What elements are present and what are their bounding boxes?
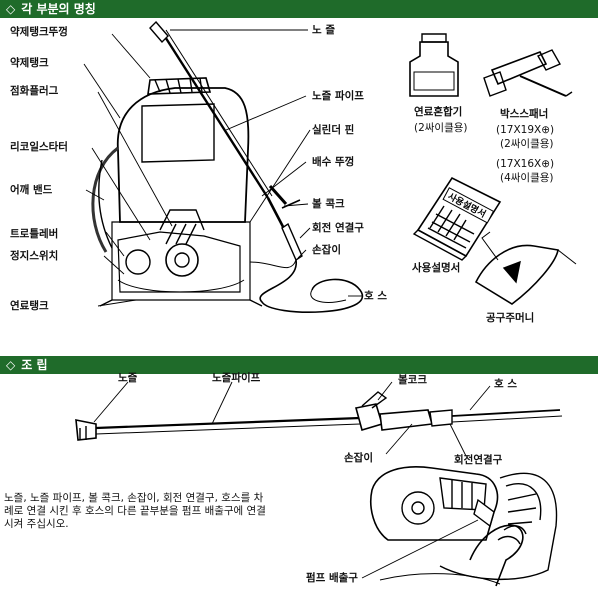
- manual-cover: 사용설명서: [442, 187, 495, 224]
- label-fuel-mixer: 연료혼합기: [414, 106, 463, 118]
- leader-lines-top: [83, 29, 362, 307]
- label-tool-bag: 공구주머니: [486, 312, 535, 324]
- assembly-illustration: [75, 391, 563, 587]
- label-hose: 호 스: [364, 290, 387, 302]
- section-header-parts: ◇ 각 부분의 명칭: [0, 0, 598, 18]
- label-throttle-lever: 트로틀레버: [10, 228, 59, 240]
- label-box-spanner-spec2: (17X16X⊕): [496, 158, 555, 170]
- diamond-icon: ◇: [6, 2, 16, 16]
- label-nozzle: 노 즐: [312, 24, 335, 36]
- label-swivel-joint: 회전 연결구: [312, 222, 364, 234]
- label-recoil-starter: 리코일스타터: [10, 141, 68, 153]
- box-spanner-illustration: [483, 49, 573, 97]
- sprayer-illustration: [91, 20, 364, 313]
- diamond-icon: ◇: [6, 358, 16, 372]
- label-handle: 손잡이: [312, 244, 341, 256]
- label-box-spanner-note2: (4싸이클용): [500, 172, 554, 184]
- label-fuel-mixer-note: (2싸이클용): [414, 122, 468, 134]
- label-stop-switch: 정지스위치: [10, 250, 59, 262]
- label-assembly-nozzle-pipe: 노즐파이프: [212, 372, 261, 384]
- label-user-manual: 사용설명서: [412, 262, 461, 274]
- label-assembly-swivel: 회전연결구: [454, 454, 503, 466]
- label-chemical-tank: 약제탱크: [10, 57, 49, 69]
- section-title: 조 립: [21, 358, 48, 372]
- section-title: 각 부분의 명칭: [21, 2, 96, 16]
- label-chemical-tank-cap: 약제탱크뚜껑: [10, 26, 68, 38]
- manual-illustration: [412, 176, 502, 261]
- label-ball-cock: 볼 콕크: [312, 198, 345, 210]
- assembly-instructions: 노즐, 노즐 파이프, 볼 콕크, 손잡이, 회전 연결구, 호스를 차례로 연…: [4, 492, 266, 530]
- label-assembly-ball-cock: 볼코크: [398, 374, 427, 386]
- leader-lines-bottom: [93, 381, 491, 579]
- label-assembly-hose: 호 스: [494, 378, 517, 390]
- label-drain-cap: 배수 뚜껑: [312, 156, 355, 168]
- label-pump-outlet: 펌프 배출구: [306, 572, 358, 584]
- label-box-spanner-spec1: (17X19X⊕): [496, 124, 555, 136]
- fuel-bottle-illustration: [409, 33, 459, 97]
- label-fuel-tank: 연료탱크: [10, 300, 49, 312]
- label-box-spanner-note1: (2싸이클용): [500, 138, 554, 150]
- label-spark-plug: 점화플러그: [10, 85, 59, 97]
- label-box-spanner: 박스스패너: [500, 108, 549, 120]
- label-nozzle-pipe: 노즐 파이프: [312, 90, 364, 102]
- label-shoulder-band: 어깨 밴드: [10, 184, 53, 196]
- label-assembly-handle: 손잡이: [344, 452, 373, 464]
- label-cylinder-pin: 실린더 핀: [312, 124, 355, 136]
- label-assembly-nozzle: 노즐: [118, 372, 138, 384]
- section-header-assembly: ◇ 조 립: [0, 356, 598, 374]
- tool-bag-illustration: [474, 231, 577, 305]
